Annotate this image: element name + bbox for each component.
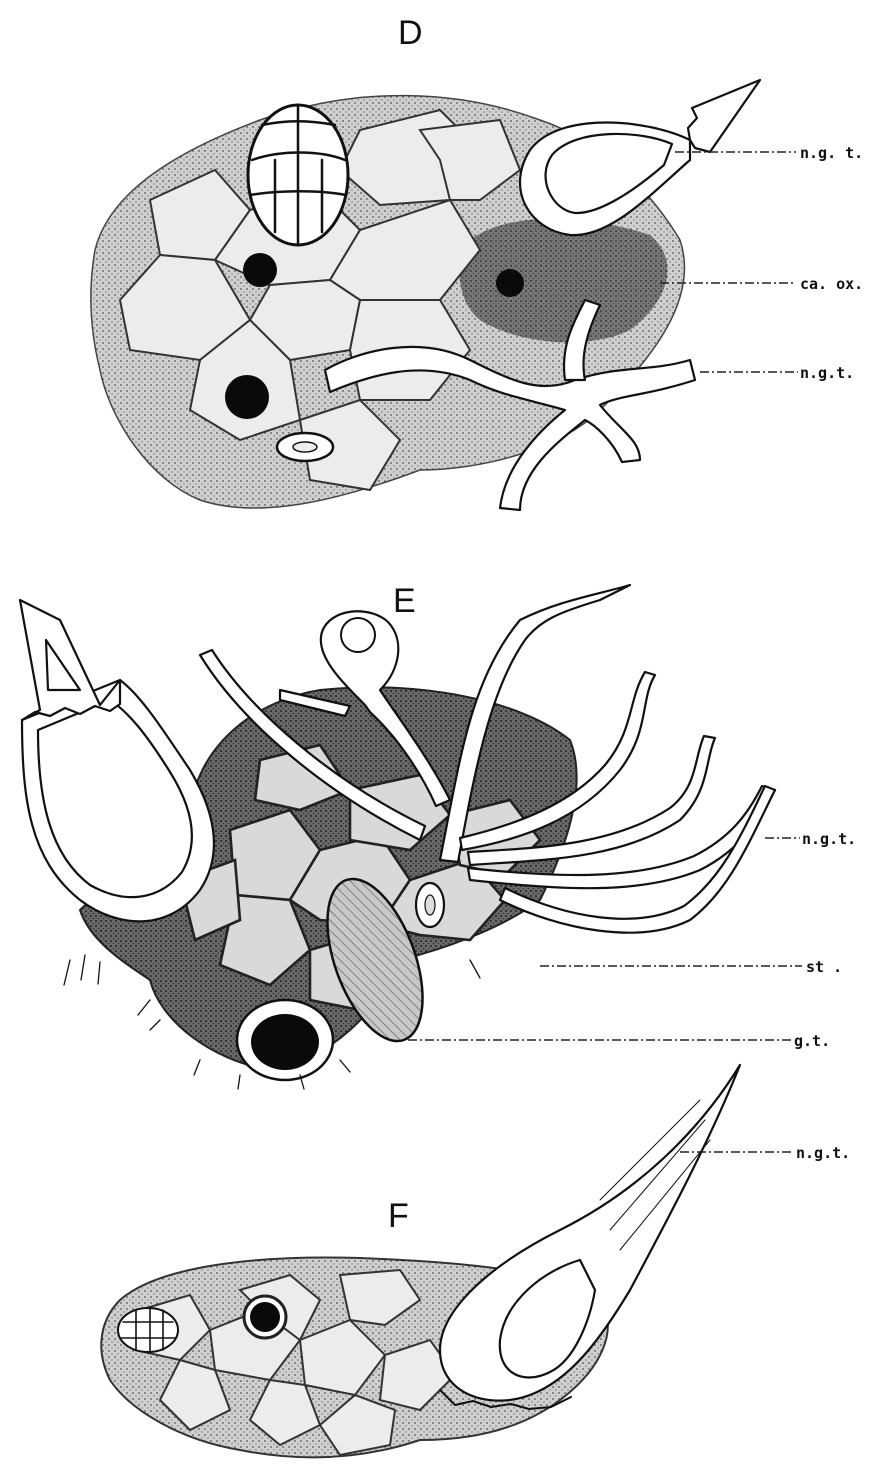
panel-d-letter: D [398,14,423,52]
calcium-oxalate-region [460,219,668,343]
panel-e-letter: E [393,582,416,620]
nucleus-upper [243,253,277,287]
nucleus-f [250,1302,280,1332]
label-d-caox: ca. ox. [800,275,863,293]
panel-d: D [91,14,760,510]
label-e-st: st . [806,958,842,976]
glandular-trichome-f [118,1308,178,1352]
label-d-ngt-bottom: n.g.t. [800,364,854,382]
stoma-d [277,433,333,461]
label-d-ngt-top: n.g. t. [800,144,863,162]
label-e-ngt: n.g.t. [802,830,856,848]
ca-ox-crystal [496,269,524,297]
non-glandular-trichome-e-left [20,600,214,921]
label-e-gt: g.t. [794,1032,830,1050]
glandular-hair-head [248,105,348,245]
label-f-ngt: n.g.t. [796,1144,850,1162]
nucleus-lower [225,375,269,419]
panel-f: F [101,1065,740,1457]
panel-e: E [20,582,775,1089]
panel-f-letter: F [388,1197,409,1235]
stoma-e [416,883,444,927]
